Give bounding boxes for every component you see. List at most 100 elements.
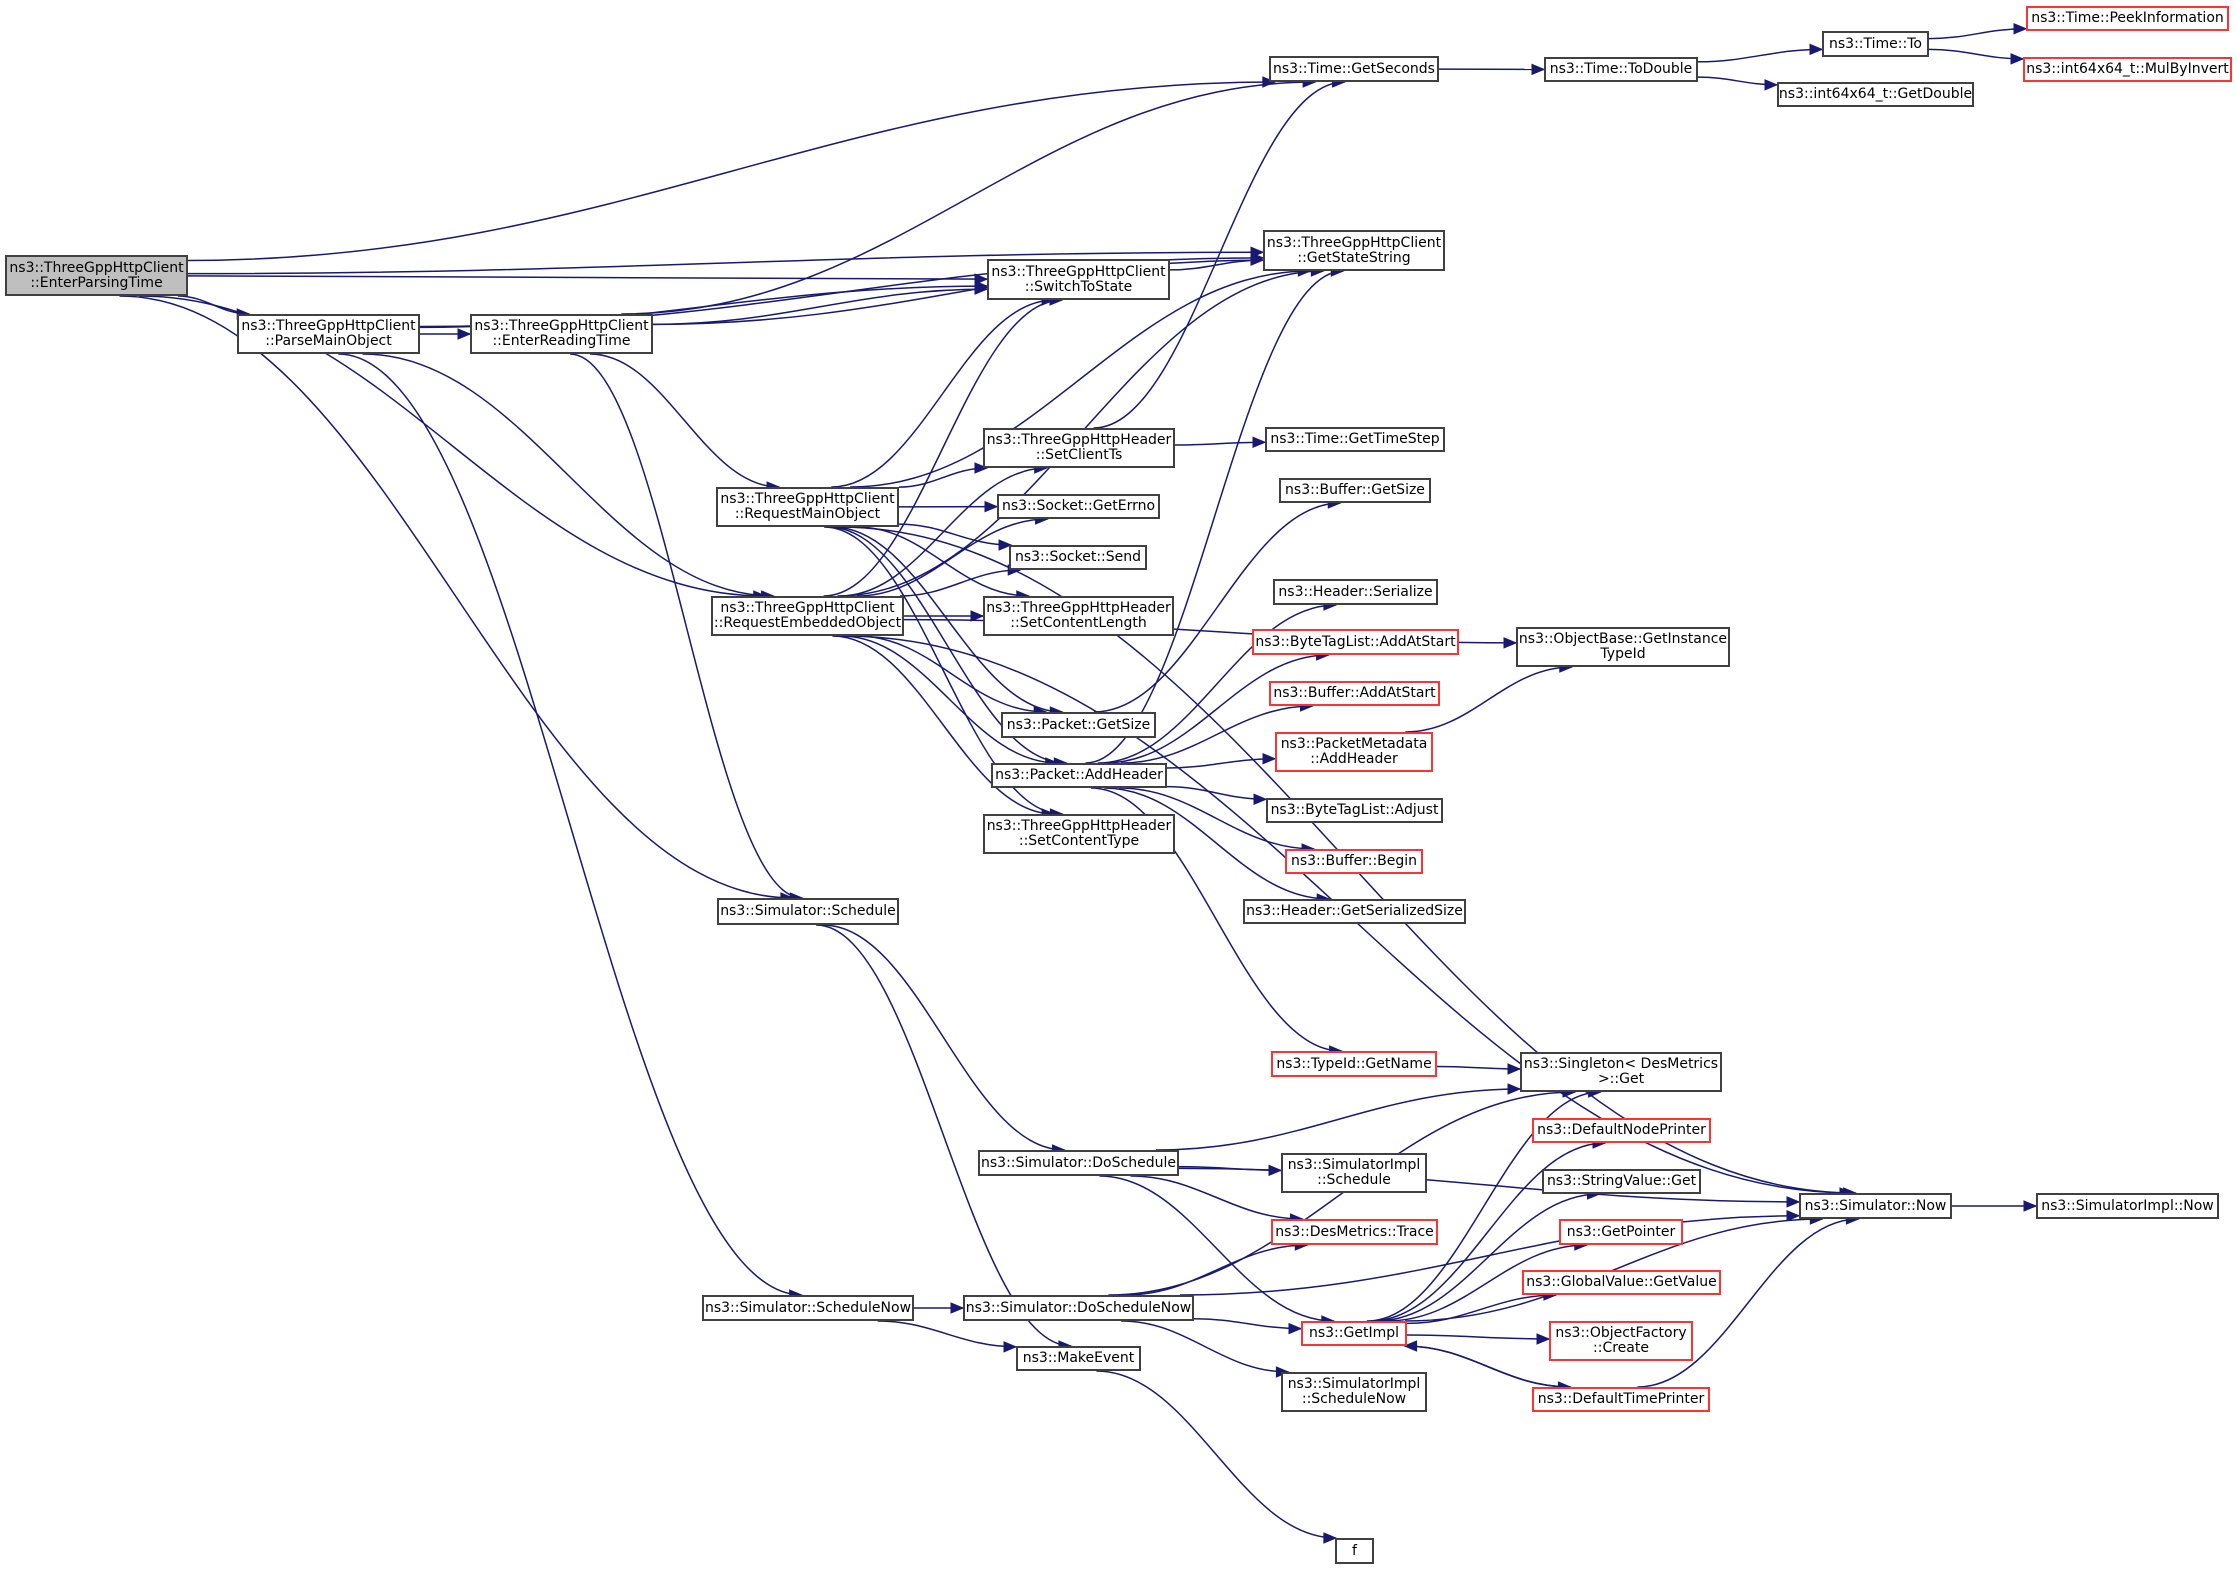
node-label-line: ns3::DefaultTimePrinter [1537, 1391, 1705, 1407]
edge-packet-add-header-to-packet-metadata-add-header [1166, 753, 1277, 769]
arrowhead-icon [1252, 436, 1267, 449]
node-packet-metadata-add-header[interactable]: ns3::PacketMetadata::AddHeader [1275, 732, 1433, 772]
arrowhead-icon [1503, 637, 1518, 649]
node-label-line: ns3::StringValue::Get [1546, 1173, 1697, 1189]
node-label-line: ns3::ObjectBase::GetInstance [1518, 631, 1728, 647]
node-label-line: ns3::Packet::AddHeader [995, 767, 1163, 783]
edge-simulator-schedule-to-make-event [816, 924, 1073, 1352]
node-do-schedule-now[interactable]: ns3::Simulator::DoScheduleNow [963, 1295, 1194, 1321]
node-singleton-get[interactable]: ns3::Singleton< DesMetrics>::Get [1520, 1052, 1722, 1092]
node-enter-reading-time[interactable]: ns3::ThreeGppHttpClient::EnterReadingTim… [470, 314, 653, 354]
arrowhead-icon [974, 283, 989, 295]
node-label-line: ::SetClientTs [1035, 447, 1123, 463]
node-peek-information[interactable]: ns3::Time::PeekInformation [2026, 6, 2229, 31]
node-label-line: ns3::SimulatorImpl::Now [2041, 1197, 2214, 1214]
node-header-serialize[interactable]: ns3::Header::Serialize [1273, 579, 1438, 605]
edge-simulator-now-to-simulator-impl-now [1952, 1200, 2038, 1212]
node-des-metrics-trace[interactable]: ns3::DesMetrics::Trace [1271, 1219, 1438, 1245]
node-string-value-get[interactable]: ns3::StringValue::Get [1542, 1169, 1701, 1194]
node-byte-tag-list-adjust[interactable]: ns3::ByteTagList::Adjust [1266, 798, 1443, 823]
arrowhead-icon [1003, 1341, 1018, 1353]
arrowhead-icon [2010, 53, 2025, 65]
edge-enter-parsing-time-to-switch-to-state [187, 273, 989, 285]
node-global-value-get-value[interactable]: ns3::GlobalValue::GetValue [1522, 1270, 1721, 1295]
node-label-line: ns3::Time::GetSeconds [1273, 60, 1435, 77]
node-simulator-impl-now[interactable]: ns3::SimulatorImpl::Now [2036, 1193, 2219, 1219]
node-label-line: ::ScheduleNow [1301, 1391, 1407, 1407]
node-socket-get-errno[interactable]: ns3::Socket::GetErrno [997, 494, 1160, 519]
node-label-line: ns3::Simulator::Now [1804, 1197, 1947, 1214]
node-simulator-schedule[interactable]: ns3::Simulator::Schedule [717, 898, 899, 925]
node-simulator-impl-schedule-now[interactable]: ns3::SimulatorImpl::ScheduleNow [1281, 1372, 1427, 1412]
node-get-impl[interactable]: ns3::GetImpl [1301, 1321, 1407, 1346]
node-get-seconds[interactable]: ns3::Time::GetSeconds [1269, 56, 1439, 82]
edge-default-time-printer-to-get-impl [1403, 1340, 1571, 1388]
node-label-line: ns3::ThreeGppHttpClient [720, 491, 895, 507]
node-do-schedule[interactable]: ns3::Simulator::DoSchedule [978, 1150, 1179, 1176]
edge-request-embedded-object-to-set-content-length [903, 610, 985, 622]
node-label-line: >::Get [1597, 1071, 1645, 1087]
node-simulator-now[interactable]: ns3::Simulator::Now [1799, 1193, 1952, 1219]
node-buffer-begin[interactable]: ns3::Buffer::Begin [1285, 849, 1423, 874]
node-socket-send[interactable]: ns3::Socket::Send [1009, 545, 1147, 570]
node-mul-by-invert[interactable]: ns3::int64x64_t::MulByInvert [2023, 57, 2232, 82]
arrowhead-icon [1531, 63, 1546, 76]
node-label-line: ns3::ThreeGppHttpHeader [986, 818, 1172, 834]
node-label-line: ns3::GlobalValue::GetValue [1526, 1274, 1717, 1290]
node-type-id-get-name[interactable]: ns3::TypeId::GetName [1271, 1051, 1437, 1077]
edge-time-to-to-mul-by-invert [1928, 48, 2025, 65]
node-label-line: ns3::ThreeGppHttpClient [991, 263, 1166, 280]
edge-schedule-now-to-do-schedule-now [914, 1302, 965, 1314]
node-get-state-string[interactable]: ns3::ThreeGppHttpClient::GetStateString [1263, 230, 1445, 271]
node-label-line: ::SetContentType [1018, 833, 1140, 849]
edge-enter-parsing-time-to-request-embedded-object [139, 295, 768, 602]
node-label-line: ns3::Packet::GetSize [1006, 716, 1151, 733]
edge-do-schedule-to-singleton-get [1155, 1083, 1522, 1151]
node-set-content-length[interactable]: ns3::ThreeGppHttpHeader::SetContentLengt… [983, 596, 1174, 636]
node-make-event[interactable]: ns3::MakeEvent [1016, 1346, 1141, 1371]
node-label-line: ns3::Simulator::Schedule [720, 903, 896, 919]
edge-to-double-to-get-double [1697, 76, 1779, 91]
arrowhead-icon [2013, 23, 2028, 35]
node-schedule-now[interactable]: ns3::Simulator::ScheduleNow [702, 1295, 914, 1321]
node-set-client-ts[interactable]: ns3::ThreeGppHttpHeader::SetClientTs [983, 428, 1175, 468]
node-object-factory-create[interactable]: ns3::ObjectFactory::Create [1549, 1321, 1693, 1361]
node-default-node-printer[interactable]: ns3::DefaultNodePrinter [1532, 1118, 1711, 1143]
node-request-main-object[interactable]: ns3::ThreeGppHttpClient::RequestMainObje… [716, 487, 899, 527]
node-byte-tag-list-add-at-start[interactable]: ns3::ByteTagList::AddAtStart [1252, 629, 1459, 655]
node-parse-main-object[interactable]: ns3::ThreeGppHttpClient::ParseMainObject [237, 314, 420, 354]
edge-parse-main-object-to-request-embedded-object [362, 353, 775, 602]
arrowhead-icon [1786, 1196, 1801, 1208]
edge-switch-to-state-to-get-state-string [1169, 254, 1265, 271]
edge-enter-parsing-time-to-simulator-schedule [119, 295, 795, 904]
node-packet-get-size[interactable]: ns3::Packet::GetSize [1001, 712, 1156, 738]
node-buffer-get-size[interactable]: ns3::Buffer::GetSize [1279, 478, 1431, 503]
node-to-double[interactable]: ns3::Time::ToDouble [1544, 57, 1698, 82]
node-label-line: ns3::ThreeGppHttpClient [9, 259, 184, 276]
node-get-pointer[interactable]: ns3::GetPointer [1559, 1219, 1683, 1245]
node-get-double[interactable]: ns3::int64x64_t::GetDouble [1777, 82, 1974, 107]
node-label-line: f [1352, 1542, 1357, 1559]
node-get-serialized-size[interactable]: ns3::Header::GetSerializedSize [1243, 899, 1466, 924]
node-default-time-printer[interactable]: ns3::DefaultTimePrinter [1532, 1387, 1710, 1412]
node-label-line: ns3::ThreeGppHttpClient [720, 600, 895, 616]
node-simulator-impl-schedule[interactable]: ns3::SimulatorImpl::Schedule [1281, 1153, 1427, 1193]
node-request-embedded-object[interactable]: ns3::ThreeGppHttpClient::RequestEmbedded… [711, 596, 904, 636]
node-f[interactable]: f [1335, 1538, 1374, 1564]
node-buffer-add-at-start[interactable]: ns3::Buffer::AddAtStart [1269, 681, 1440, 706]
node-packet-add-header[interactable]: ns3::Packet::AddHeader [991, 763, 1167, 788]
node-enter-parsing-time[interactable]: ns3::ThreeGppHttpClient::EnterParsingTim… [5, 255, 188, 296]
node-label-line: ns3::PacketMetadata [1280, 736, 1428, 752]
node-get-time-step[interactable]: ns3::Time::GetTimeStep [1265, 427, 1445, 452]
node-set-content-type[interactable]: ns3::ThreeGppHttpHeader::SetContentType [983, 814, 1175, 854]
node-time-to[interactable]: ns3::Time::To [1822, 31, 1929, 57]
arrowhead-icon [1403, 1340, 1418, 1352]
edge-get-impl-to-object-factory-create [1406, 1333, 1551, 1345]
edge-do-schedule-now-to-get-impl [1193, 1317, 1303, 1335]
edge-do-schedule-to-simulator-impl-schedule [1178, 1164, 1283, 1177]
node-label-line: ns3::int64x64_t::MulByInvert [2026, 61, 2229, 77]
edge-enter-parsing-time-to-get-seconds [187, 76, 1277, 262]
node-switch-to-state[interactable]: ns3::ThreeGppHttpClient::SwitchToState [987, 259, 1170, 300]
